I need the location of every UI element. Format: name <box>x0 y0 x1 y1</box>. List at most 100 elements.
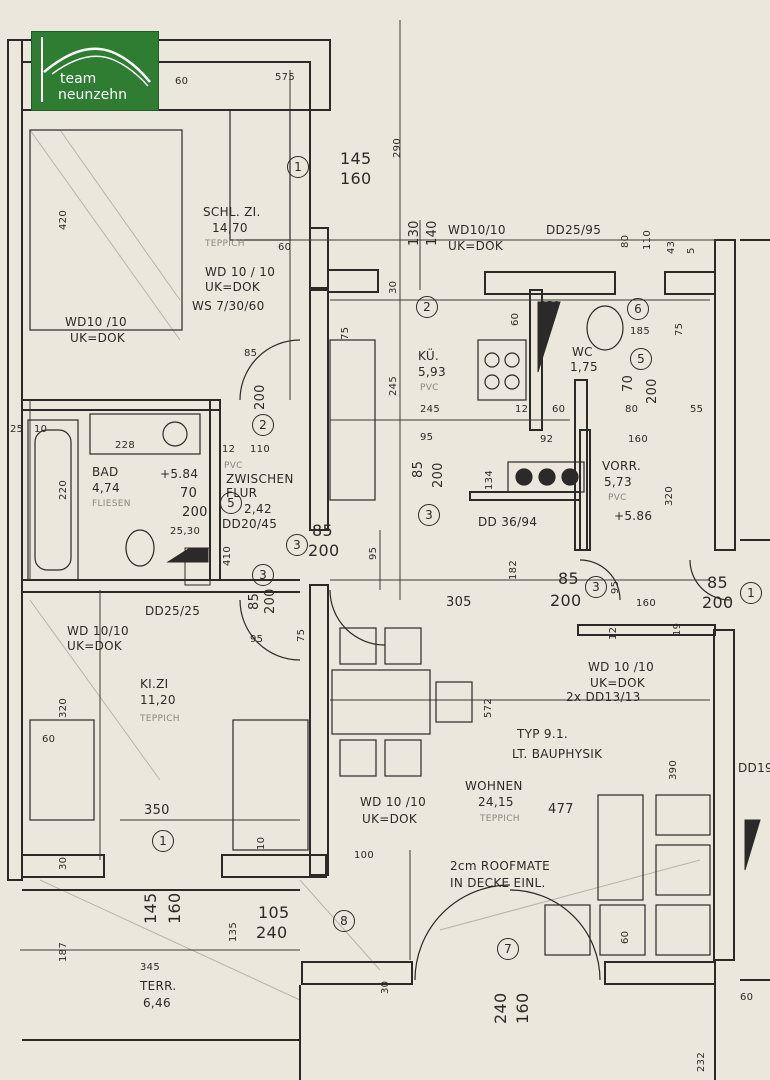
note-wd-schlafzimmer-a: WD10 /10 <box>65 315 127 329</box>
marker-circle: 2 <box>416 296 438 318</box>
dim-label: 228 <box>115 440 135 451</box>
note-bauphysik: LT. BAUPHYSIK <box>512 747 603 761</box>
room-name-wc: WC <box>572 345 593 359</box>
dim-label: 575 <box>275 72 295 83</box>
note-roofmate-line2: IN DECKE EINL. <box>450 876 546 890</box>
dim-label: 477 <box>548 802 574 817</box>
dim-label: 10 <box>34 424 48 435</box>
dim-label: 92 <box>540 434 554 445</box>
dim-label: 135 <box>228 922 239 942</box>
dim-label: 60 <box>278 242 292 253</box>
dim-label: 5 <box>686 247 697 254</box>
dim-label: 145 <box>141 892 160 924</box>
marker-circle: 3 <box>418 504 440 526</box>
dim-label: 305 <box>446 595 472 610</box>
dim-label: 75 <box>674 322 685 336</box>
dim-label: 160 <box>636 598 656 609</box>
note-dd-edge: DD19 <box>738 761 770 775</box>
dim-label: 410 <box>222 546 233 566</box>
room-floor-kueche: PVC <box>420 383 439 393</box>
note-dd-right: 2x DD13/13 <box>566 690 641 704</box>
walls <box>7 39 770 1080</box>
dim-label: 182 <box>508 560 519 580</box>
company-logo: team neunzehn <box>31 31 159 111</box>
room-name-wohnen: WOHNEN <box>465 779 523 793</box>
dim-label: 95 <box>250 634 264 645</box>
dim-label: 95 <box>368 546 379 560</box>
marker-circle: 3 <box>585 576 607 598</box>
dim-label: 85 <box>707 573 728 592</box>
dim-label: 232 <box>696 1052 707 1072</box>
dim-label: 75 <box>340 326 351 340</box>
dim-label: 60 <box>552 404 566 415</box>
note-dd-kinderzimmer: DD25/25 <box>145 604 201 618</box>
logo-text-line2: neunzehn <box>58 87 127 103</box>
dim-label: 145 <box>340 149 372 168</box>
dim-label: 290 <box>392 138 403 158</box>
dim-label: 30 <box>58 856 69 870</box>
note-wd-right: WD 10 /10 <box>588 660 655 674</box>
marker-circle: 1 <box>740 582 762 604</box>
dim-label: 12 <box>222 444 236 455</box>
shafts <box>166 301 761 871</box>
dim-label: 60 <box>510 312 521 326</box>
dim-label: 345 <box>140 962 160 973</box>
dim-label: 134 <box>484 470 495 490</box>
note-dd-vorraum: DD 36/94 <box>478 515 538 529</box>
marker-circle: 6 <box>627 298 649 320</box>
room-area-kueche: 5,93 <box>418 365 446 379</box>
dim-label: 95 <box>420 432 434 443</box>
dim-label: 70 <box>621 374 636 392</box>
dim-label: 12 <box>608 626 619 640</box>
dim-label: 200 <box>550 591 582 610</box>
room-name-terrasse: TERR. <box>140 979 177 993</box>
dim-label: 12 <box>515 404 529 415</box>
dim-label: 60 <box>740 992 754 1003</box>
note-dd-top: DD25/95 <box>546 223 602 237</box>
room-name-schlafzimmer: SCHL. ZI. <box>203 205 261 219</box>
dim-label: 200 <box>645 378 660 404</box>
room-floor-zwischenflur: PVC <box>224 461 243 471</box>
dim-label: 100 <box>354 850 374 861</box>
note-wd-wohnen: WD 10 /10 <box>360 795 427 809</box>
dim-label: 320 <box>58 698 69 718</box>
room-name-bad: BAD <box>92 465 119 479</box>
dim-label: 85 <box>411 460 426 478</box>
note-roofmate-line1: 2cm ROOFMATE <box>450 859 551 873</box>
dim-label: 160 <box>628 434 648 445</box>
dim-label: 43 <box>666 240 677 254</box>
dim-label: 55 <box>690 404 704 415</box>
dim-label: 200 <box>308 541 340 560</box>
marker-circle: 5 <box>630 348 652 370</box>
room-name-vorraum: VORR. <box>602 459 642 473</box>
marker-circle: 3 <box>286 534 308 556</box>
room-area-wc: 1,75 <box>570 360 598 374</box>
dim-label: 390 <box>668 760 679 780</box>
dim-label: 245 <box>420 404 440 415</box>
room-name-kueche: KÜ. <box>418 349 440 363</box>
room-area-wohnen: 24,15 <box>478 795 514 809</box>
dim-label: 200 <box>431 462 446 488</box>
note-uk-schlafzimmer-a: UK=DOK <box>70 331 126 345</box>
dim-label: 25,30 <box>170 526 201 537</box>
dim-label: 160 <box>513 992 532 1024</box>
dim-label: 140 <box>425 220 440 246</box>
note-uk-wohnen: UK=DOK <box>362 812 418 826</box>
fixtures <box>27 109 731 981</box>
dim-label: 250 <box>540 300 560 311</box>
note-dd-zwischenflur: DD20/45 <box>222 517 278 531</box>
dim-label: 30 <box>388 280 399 294</box>
dim-label: 200 <box>702 593 734 612</box>
dim-label: 19 <box>672 622 683 636</box>
marker-circle: 5 <box>220 492 242 514</box>
dim-label: 75 <box>296 628 307 642</box>
marker-circle: 3 <box>252 564 274 586</box>
dim-label: 185 <box>630 326 650 337</box>
dim-label: 160 <box>340 169 372 188</box>
note-wd-schlafzimmer-b: WD 10 / 10 <box>205 265 276 279</box>
level-bad: +5.84 <box>160 467 199 481</box>
note-ws-schlafzimmer: WS 7/30/60 <box>192 299 265 313</box>
note-wd-kinderzimmer: WD 10/10 <box>67 624 129 638</box>
dim-label: 320 <box>664 486 675 506</box>
